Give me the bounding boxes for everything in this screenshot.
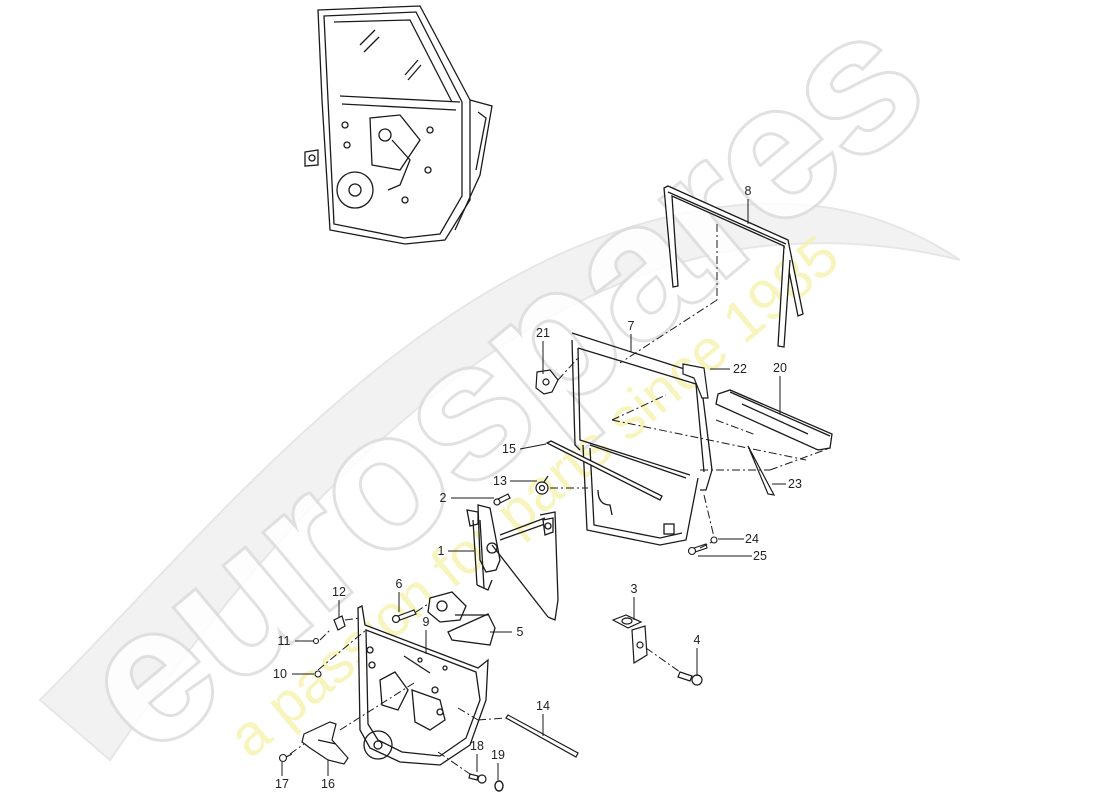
callout-23: 23 bbox=[788, 476, 802, 491]
part-9-door-carrier-panel bbox=[357, 605, 489, 766]
callout-leader-lines bbox=[281, 199, 786, 780]
door-overview-illustration bbox=[304, 5, 493, 245]
callout-19: 19 bbox=[491, 747, 505, 762]
callout-5: 5 bbox=[516, 624, 524, 639]
part-20-sill-seal bbox=[715, 389, 833, 451]
callout-17: 17 bbox=[275, 776, 289, 791]
part-24-washer bbox=[710, 536, 718, 544]
part-21-bracket bbox=[535, 369, 559, 395]
part-4-bolt bbox=[677, 671, 703, 686]
part-18-bolt bbox=[468, 773, 487, 784]
part-17-screw bbox=[278, 753, 293, 763]
part-15-belt-strip bbox=[545, 440, 663, 501]
part-2-bolt bbox=[493, 493, 511, 506]
callout-6: 6 bbox=[395, 576, 403, 591]
part-11-screw bbox=[312, 637, 320, 645]
callout-11: 11 bbox=[277, 633, 291, 648]
part-16-bracket bbox=[301, 721, 349, 765]
callout-22: 22 bbox=[733, 361, 747, 376]
watermark: eurospares a passion for parts since 198… bbox=[37, 0, 964, 794]
callout-21: 21 bbox=[536, 325, 550, 340]
part-6-bolt bbox=[391, 609, 417, 624]
callout-14: 14 bbox=[536, 698, 550, 713]
callout-20: 20 bbox=[773, 360, 787, 375]
part-13-clip bbox=[535, 475, 549, 495]
callout-7: 7 bbox=[627, 318, 635, 333]
callout-18: 18 bbox=[470, 738, 484, 753]
callout-3: 3 bbox=[630, 581, 638, 596]
part-14-strip bbox=[505, 714, 579, 758]
part-22-trim bbox=[682, 363, 709, 399]
part-12-clip bbox=[333, 615, 346, 631]
callout-4: 4 bbox=[693, 632, 701, 647]
part-1-window-regulator bbox=[466, 504, 559, 621]
callout-25: 25 bbox=[753, 548, 767, 563]
part-8-window-seal bbox=[663, 185, 804, 348]
watermark-brand: eurospares bbox=[40, 0, 961, 791]
callout-16: 16 bbox=[321, 776, 335, 791]
callout-10: 10 bbox=[273, 666, 287, 681]
callout-1: 1 bbox=[437, 543, 445, 558]
callout-15: 15 bbox=[502, 441, 516, 456]
part-19-o-ring bbox=[494, 780, 504, 792]
callout-13: 13 bbox=[493, 473, 507, 488]
callout-9: 9 bbox=[422, 614, 430, 629]
assembly-dashed-lines bbox=[289, 224, 831, 775]
part-3-bracket bbox=[611, 614, 648, 665]
callout-2: 2 bbox=[439, 490, 447, 505]
callout-12: 12 bbox=[332, 584, 346, 599]
callout-8: 8 bbox=[744, 183, 752, 198]
callout-24: 24 bbox=[745, 531, 759, 546]
part-5-motor bbox=[427, 591, 496, 646]
part-10-nut bbox=[314, 670, 322, 678]
